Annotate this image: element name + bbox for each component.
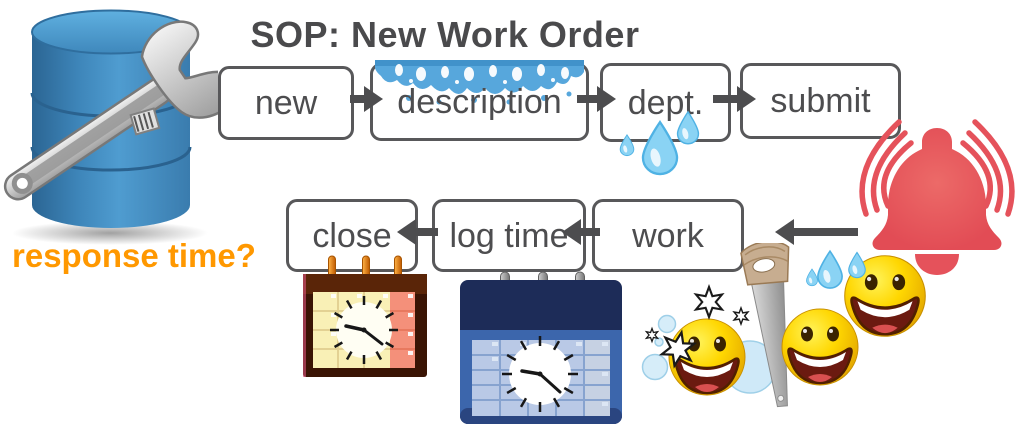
arrow-bell-to-work — [775, 219, 858, 245]
clock-ticks — [330, 296, 398, 364]
bell-sound-waves — [859, 119, 1015, 217]
database-wrench-icon — [3, 9, 218, 245]
bubbles-icon — [641, 314, 677, 381]
arrow-description-to-dept — [577, 86, 616, 112]
response-time-question: response time? — [12, 237, 256, 274]
flow-step-label: submit — [770, 82, 871, 120]
alarm-bell-icon — [859, 119, 1015, 275]
flow-step-label: description — [397, 83, 562, 121]
flow-step-submit: submit — [740, 63, 901, 139]
clock-hands — [520, 369, 562, 394]
flow-step-label: log time — [449, 216, 569, 255]
saw-icon — [740, 243, 790, 408]
flow-step-description: description — [370, 60, 589, 141]
calendar-clock-brown-icon — [303, 255, 427, 377]
arrow-dept-to-submit — [713, 86, 756, 112]
calendar-clock-blue-icon — [460, 271, 622, 424]
water-splash-icon — [375, 60, 584, 105]
happy-workers-illustration — [641, 243, 927, 408]
diagram-title: SOP: New Work Order — [250, 14, 640, 55]
water-drops-icon — [612, 110, 712, 182]
smiley-face-icon — [780, 307, 860, 387]
wrench-icon — [3, 20, 218, 201]
bell-clapper — [915, 254, 959, 275]
arrow-new-to-description — [350, 86, 383, 112]
flow-step-label: work — [632, 216, 704, 255]
database-shadow — [12, 221, 208, 245]
flow-step-label: new — [254, 84, 318, 122]
flow-step-new: new — [218, 66, 354, 140]
flow-step-close: close — [286, 199, 418, 272]
arrow-work-to-logtime — [562, 219, 600, 245]
flow-step-label: dept. — [627, 83, 704, 122]
arrow-logtime-to-close — [397, 219, 438, 245]
flow-step-label: close — [312, 216, 392, 255]
bell-body — [872, 128, 1002, 250]
clock-ticks — [502, 336, 578, 412]
flow-step-work: work — [592, 199, 744, 272]
clock-hands — [344, 324, 384, 346]
flow-step-log-time: log time — [432, 199, 586, 272]
